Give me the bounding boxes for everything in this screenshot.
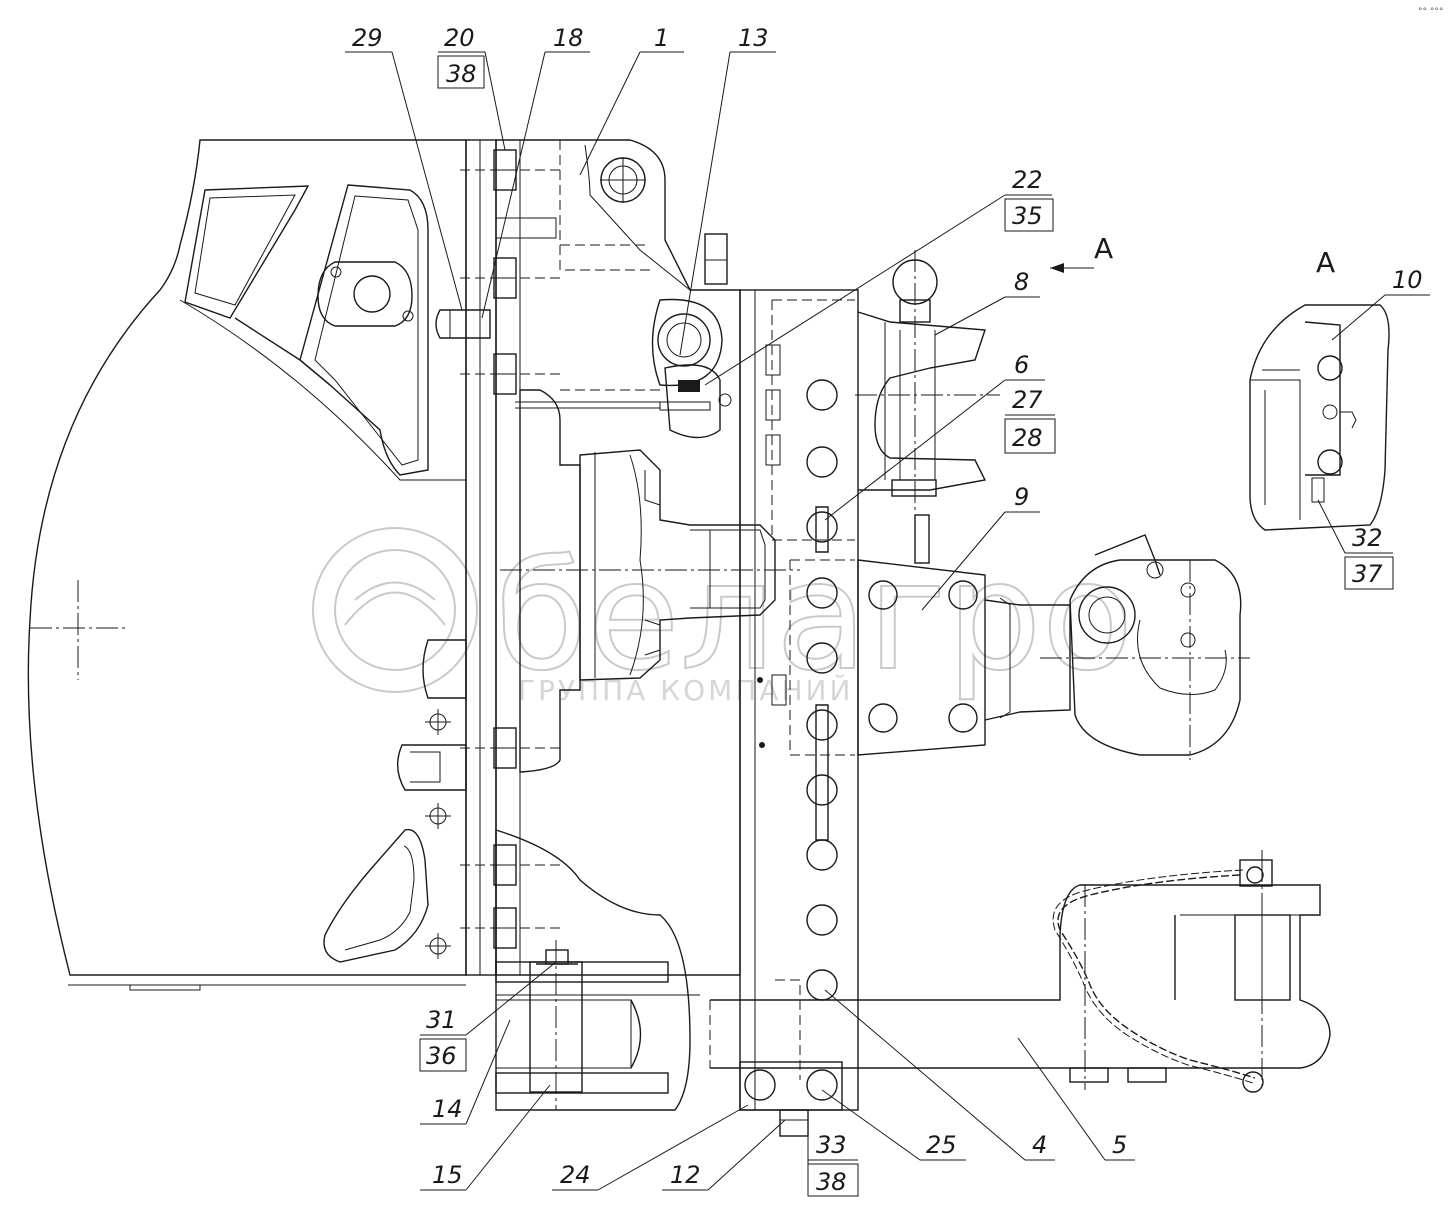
callout-14: 14 xyxy=(420,1019,511,1125)
ball-hitch-part-8 xyxy=(855,250,1000,510)
callout-22-35: 22 35 xyxy=(704,166,1054,386)
svg-text:14: 14 xyxy=(432,1095,463,1123)
pto-flange xyxy=(500,389,800,773)
callout-27-28: 27 28 xyxy=(1004,386,1056,454)
svg-text:27: 27 xyxy=(1012,386,1043,414)
callout-20-38: 20 38 xyxy=(437,24,506,151)
svg-text:18: 18 xyxy=(553,24,584,52)
callout-5: 5 xyxy=(1017,1037,1135,1161)
mounting-plate xyxy=(435,139,560,976)
svg-text:22: 22 xyxy=(1012,166,1043,194)
svg-text:24: 24 xyxy=(560,1161,591,1189)
svg-text:9: 9 xyxy=(1014,483,1029,511)
callout-6: 6 xyxy=(824,351,1045,521)
svg-text:37: 37 xyxy=(1352,560,1383,588)
svg-text:31: 31 xyxy=(426,1006,457,1034)
housing-casting xyxy=(27,139,467,991)
callout-25: 25 xyxy=(821,1089,966,1161)
svg-text:1: 1 xyxy=(654,24,669,52)
rail-holes xyxy=(806,379,838,1001)
svg-text:13: 13 xyxy=(738,24,769,52)
callout-29: 29 xyxy=(345,24,463,311)
callout-12: 12 xyxy=(662,1119,786,1191)
callout-8: 8 xyxy=(934,268,1040,336)
svg-text:4: 4 xyxy=(1032,1131,1047,1159)
callout-9: 9 xyxy=(921,483,1040,611)
svg-text:25: 25 xyxy=(926,1131,957,1159)
callout-13: 13 xyxy=(679,24,776,356)
svg-text:32: 32 xyxy=(1352,524,1383,552)
svg-text:38: 38 xyxy=(446,60,477,88)
clamp-block xyxy=(739,1061,843,1137)
callout-18: 18 xyxy=(481,24,590,319)
view-label: А xyxy=(1094,232,1113,265)
callout-1: 1 xyxy=(579,24,684,176)
watermark-brand: белагро xyxy=(495,530,1133,704)
svg-text:20: 20 xyxy=(444,24,475,52)
callout-10: 10 xyxy=(1331,266,1430,341)
callout-24: 24 xyxy=(552,1104,749,1191)
corner-mark: °° °°° xyxy=(1418,7,1443,17)
callout-33-38: 33 38 xyxy=(807,1131,859,1197)
svg-text:33: 33 xyxy=(816,1131,847,1159)
watermark: белагро ГРУППА КОМПАНИЙ xyxy=(312,527,1134,707)
callout-15: 15 xyxy=(420,1084,551,1191)
callouts: 29 20 38 18 1 13 xyxy=(345,24,1430,1197)
svg-text:12: 12 xyxy=(670,1161,701,1189)
svg-text:35: 35 xyxy=(1012,202,1043,230)
safety-chain xyxy=(1052,866,1264,1093)
callout-31-36: 31 36 xyxy=(419,961,557,1072)
svg-text:28: 28 xyxy=(1012,424,1043,452)
drawbar-part-5 xyxy=(709,850,1331,1090)
inset-view-a: А xyxy=(1249,246,1390,531)
svg-text:10: 10 xyxy=(1392,266,1423,294)
svg-text:29: 29 xyxy=(352,24,383,52)
inset-label: А xyxy=(1316,246,1335,279)
hitch-jaw-part-9 xyxy=(857,514,1250,760)
svg-text:36: 36 xyxy=(426,1042,457,1070)
svg-text:6: 6 xyxy=(1014,351,1029,379)
pivot-assembly xyxy=(495,829,700,1111)
view-arrow-a: А xyxy=(1050,232,1113,273)
svg-text:5: 5 xyxy=(1112,1131,1127,1159)
callout-4: 4 xyxy=(824,989,1055,1161)
svg-text:15: 15 xyxy=(432,1161,463,1189)
svg-text:38: 38 xyxy=(816,1168,847,1196)
svg-text:8: 8 xyxy=(1014,268,1029,296)
callout-32-37: 32 37 xyxy=(1317,499,1394,590)
